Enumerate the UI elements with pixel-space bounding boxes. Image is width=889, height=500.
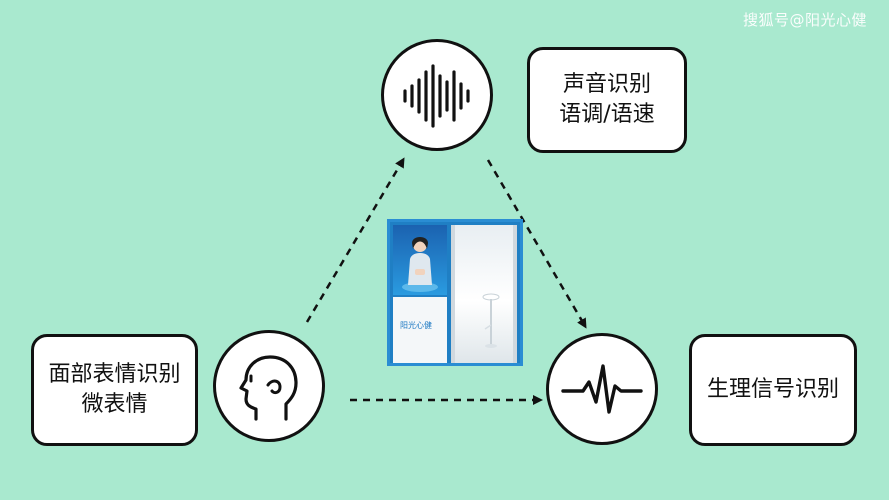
device-illustration: 阳光心健 [387, 219, 523, 366]
physio-node-circle [546, 333, 658, 445]
voice-label-box: 声音识别 语调/语速 [527, 47, 687, 153]
device-logo: 阳光心健 [400, 321, 432, 330]
watermark: 搜狐号@阳光心健 [742, 11, 867, 29]
device-panel: 阳光心健 [393, 297, 447, 363]
device-booth [451, 225, 517, 363]
face-label-line-1: 面部表情识别 [48, 362, 181, 388]
device-screen [393, 225, 447, 295]
physio-label-box: 生理信号识别 [689, 334, 857, 446]
sound-wave-icon [403, 64, 470, 128]
face-label-box: 面部表情识别 微表情 [31, 334, 198, 446]
voice-label-line-1: 声音识别 [562, 72, 651, 98]
head-profile-icon [239, 355, 298, 421]
arrow-face-to-voice [305, 157, 405, 323]
heartbeat-icon [561, 364, 643, 414]
face-label-line-2: 微表情 [81, 392, 148, 417]
arrow-voice-to-physio [486, 159, 587, 329]
face-node-circle [213, 330, 325, 442]
physio-label-line-1: 生理信号识别 [706, 377, 839, 403]
stool-icon [482, 293, 500, 348]
avatar-figure [402, 237, 438, 292]
voice-label-line-2: 语调/语速 [559, 102, 655, 127]
voice-node-circle [381, 39, 493, 151]
